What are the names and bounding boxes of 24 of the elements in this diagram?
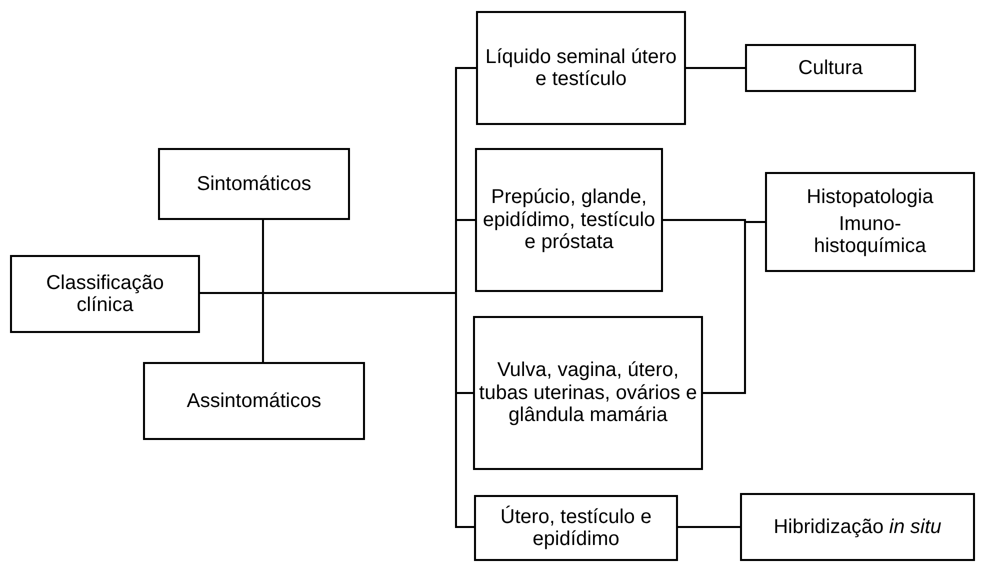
text-box — [476, 11, 686, 125]
connector-line — [678, 526, 740, 528]
text-box — [745, 44, 916, 92]
text-box — [474, 495, 678, 561]
box-label: Imuno-histoquímica — [812, 212, 928, 258]
connector-line — [703, 221, 765, 394]
text-box — [10, 255, 200, 333]
box-label: Prepúcio, glande, epidídimo, testículo e próstata — [482, 186, 656, 254]
box-label: Assintomáticos — [186, 390, 322, 412]
text-box — [473, 316, 703, 470]
box-label: Vulva, vagina, útero, tubas uterinas, ovários e glândula mamária — [479, 359, 697, 427]
box-label: Útero, testículo e epidídimo — [499, 506, 653, 550]
text-box — [143, 362, 365, 440]
box-label: Histopatologia — [806, 186, 934, 209]
text-box — [158, 148, 350, 220]
box-label: Classificação clínica — [45, 272, 165, 316]
connector-line — [686, 67, 745, 69]
box-label: Hibridização in situ — [774, 516, 942, 538]
text-box — [740, 493, 975, 561]
box-label: Cultura — [798, 56, 863, 80]
box-label: Sintomáticos — [196, 172, 312, 196]
text-box — [475, 148, 663, 292]
text-box — [765, 172, 975, 272]
box-label: Líquido seminal útero e testículo — [484, 46, 678, 90]
